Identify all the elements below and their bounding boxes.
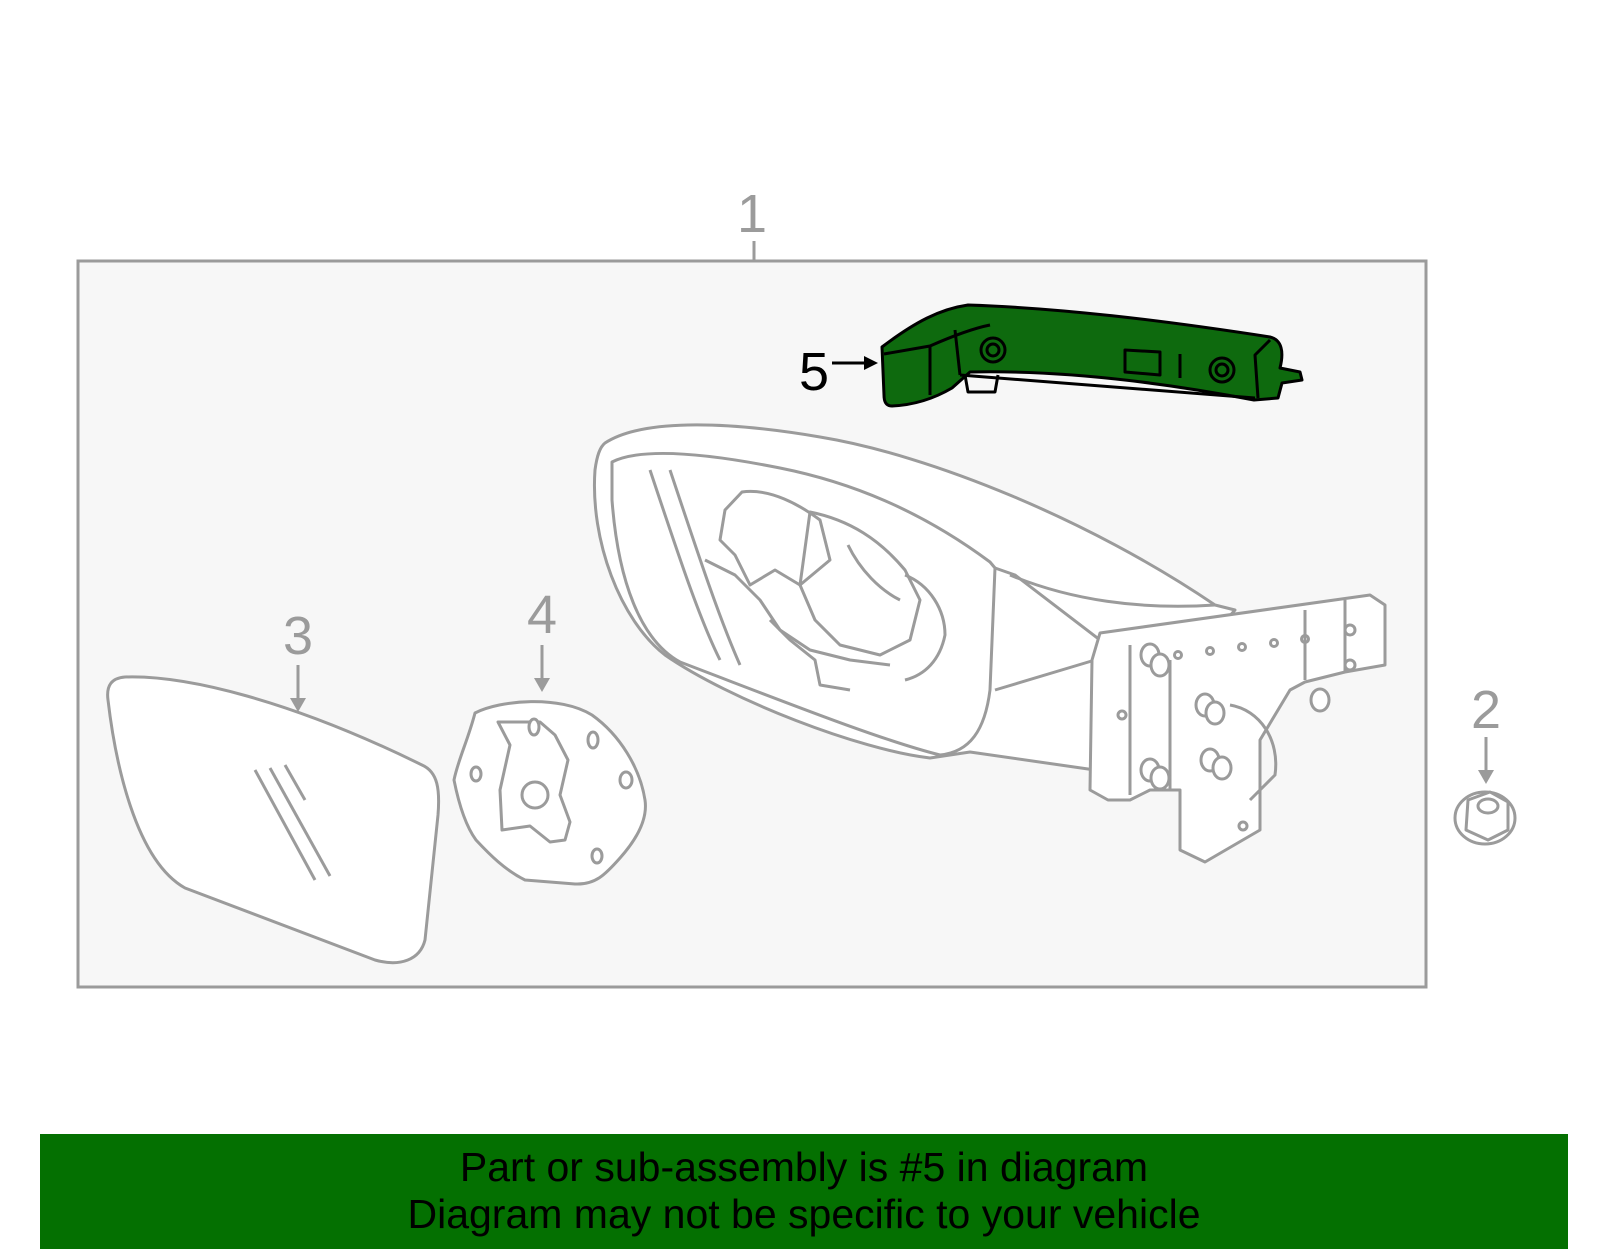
- callout-4: 4: [527, 585, 557, 645]
- callout-3: 3: [283, 606, 313, 666]
- flange-nut-part: [1453, 790, 1517, 846]
- mounting-studs: [1139, 642, 1331, 791]
- callout-4-arrowhead: [534, 678, 550, 692]
- callout-1: 1: [737, 184, 767, 244]
- banner-line-2: Diagram may not be specific to your vehi…: [407, 1191, 1201, 1237]
- callout-2: 2: [1471, 680, 1501, 740]
- callout-2-arrowhead: [1478, 770, 1494, 784]
- callout-5: 5: [799, 342, 829, 402]
- highlighted-part-5: [880, 303, 1304, 408]
- banner-line-1: Part or sub-assembly is #5 in diagram: [459, 1144, 1149, 1190]
- callout-5-arrowhead: [864, 356, 878, 370]
- mirror-housing-assembly: [592, 423, 1387, 864]
- info-banner: Part or sub-assembly is #5 in diagram Di…: [40, 1134, 1568, 1249]
- mirror-glass-part: [106, 675, 441, 965]
- callout-3-arrowhead: [290, 698, 306, 712]
- mirror-actuator-part: [452, 700, 647, 886]
